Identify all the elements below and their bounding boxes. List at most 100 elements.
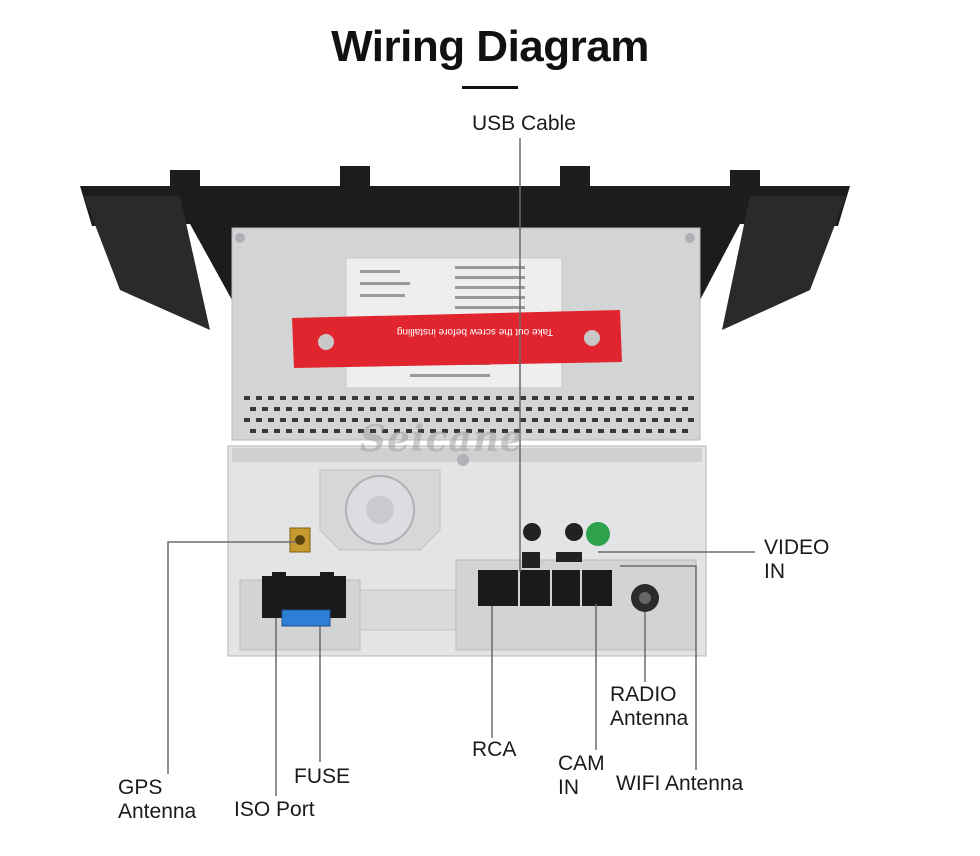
- vent-hole: [496, 418, 502, 422]
- vent-hole: [544, 418, 550, 422]
- vent-hole: [442, 429, 448, 433]
- vent-hole: [592, 396, 598, 400]
- vent-hole: [280, 418, 286, 422]
- vent-hole: [430, 429, 436, 433]
- vent-hole: [400, 418, 406, 422]
- vent-hole: [490, 407, 496, 411]
- vent-hole: [412, 396, 418, 400]
- vent-hole: [436, 418, 442, 422]
- vent-hole: [370, 429, 376, 433]
- vent-hole: [340, 396, 346, 400]
- vent-hole: [586, 429, 592, 433]
- sticker-text: Take out the screw before installing: [396, 326, 554, 337]
- vent-hole: [616, 396, 622, 400]
- vent-hole: [580, 396, 586, 400]
- vent-hole: [526, 407, 532, 411]
- cam-in-label-line1: CAM: [558, 752, 605, 775]
- vent-hole: [658, 429, 664, 433]
- watermark: Seicane: [360, 418, 524, 460]
- vent-hole: [376, 396, 382, 400]
- vent-hole: [424, 418, 430, 422]
- vent-hole: [610, 429, 616, 433]
- vent-hole: [400, 396, 406, 400]
- rca-label: RCA: [472, 738, 517, 761]
- vent-hole: [346, 407, 352, 411]
- rca-connectors: [478, 570, 612, 606]
- vent-hole: [562, 429, 568, 433]
- vent-hole: [334, 429, 340, 433]
- cam-in-connector: [586, 522, 610, 546]
- vent-hole: [490, 429, 496, 433]
- vent-hole: [520, 418, 526, 422]
- gps-connector: [289, 527, 311, 553]
- vent-hole: [532, 396, 538, 400]
- gps-leader: [167, 541, 296, 774]
- vent-hole: [634, 407, 640, 411]
- vent-hole: [340, 418, 346, 422]
- vent-hole: [250, 429, 256, 433]
- vent-hole: [640, 396, 646, 400]
- vent-hole: [316, 396, 322, 400]
- vent-hole: [466, 429, 472, 433]
- vent-hole: [286, 429, 292, 433]
- wifi-antenna-label: WIFI Antenna: [616, 772, 744, 795]
- vent-hole: [268, 396, 274, 400]
- vent-hole: [520, 396, 526, 400]
- vent-hole: [454, 407, 460, 411]
- vent-hole: [550, 407, 556, 411]
- vent-hole: [406, 429, 412, 433]
- vent-hole: [574, 429, 580, 433]
- vent-hole: [538, 407, 544, 411]
- vent-hole: [334, 407, 340, 411]
- vent-hole: [628, 396, 634, 400]
- fuse-label: FUSE: [294, 765, 351, 788]
- radio-antenna-label-line2: Antenna: [610, 707, 689, 730]
- vent-hole: [532, 418, 538, 422]
- vent-hole: [298, 429, 304, 433]
- vent-hole: [496, 396, 502, 400]
- vent-hole: [598, 407, 604, 411]
- video-in-label-line2: IN: [764, 560, 785, 583]
- vent-hole: [322, 407, 328, 411]
- vent-hole: [478, 429, 484, 433]
- vent-hole: [430, 407, 436, 411]
- vent-hole: [622, 429, 628, 433]
- vent-hole: [394, 407, 400, 411]
- vent-hole: [460, 396, 466, 400]
- vent-hole: [514, 429, 520, 433]
- vent-hole: [412, 418, 418, 422]
- vent-hole: [688, 418, 694, 422]
- vent-hole: [376, 418, 382, 422]
- vent-hole: [388, 396, 394, 400]
- vent-hole: [442, 407, 448, 411]
- vent-hole: [682, 407, 688, 411]
- vent-hole: [664, 396, 670, 400]
- vent-hole: [538, 429, 544, 433]
- vent-hole: [502, 407, 508, 411]
- vent-hole: [328, 418, 334, 422]
- vent-hole: [346, 429, 352, 433]
- vent-hole: [250, 407, 256, 411]
- vent-hole: [610, 407, 616, 411]
- vent-hole: [514, 407, 520, 411]
- gps-antenna-label-line2: Antenna: [118, 800, 197, 823]
- vent-hole: [286, 407, 292, 411]
- vent-hole: [364, 418, 370, 422]
- vent-hole: [604, 418, 610, 422]
- title-underline: [462, 86, 518, 89]
- vent-hole: [616, 418, 622, 422]
- vent-hole: [436, 396, 442, 400]
- vent-hole: [394, 429, 400, 433]
- vent-hole: [358, 429, 364, 433]
- vent-hole: [274, 429, 280, 433]
- vent-hole: [448, 396, 454, 400]
- vent-hole: [526, 429, 532, 433]
- top-chassis: [231, 227, 701, 441]
- video-in-label-line1: VIDEO: [764, 536, 830, 559]
- vent-hole: [544, 396, 550, 400]
- vent-hole: [640, 418, 646, 422]
- vent-hole: [484, 418, 490, 422]
- vent-hole: [484, 396, 490, 400]
- vent-hole: [244, 396, 250, 400]
